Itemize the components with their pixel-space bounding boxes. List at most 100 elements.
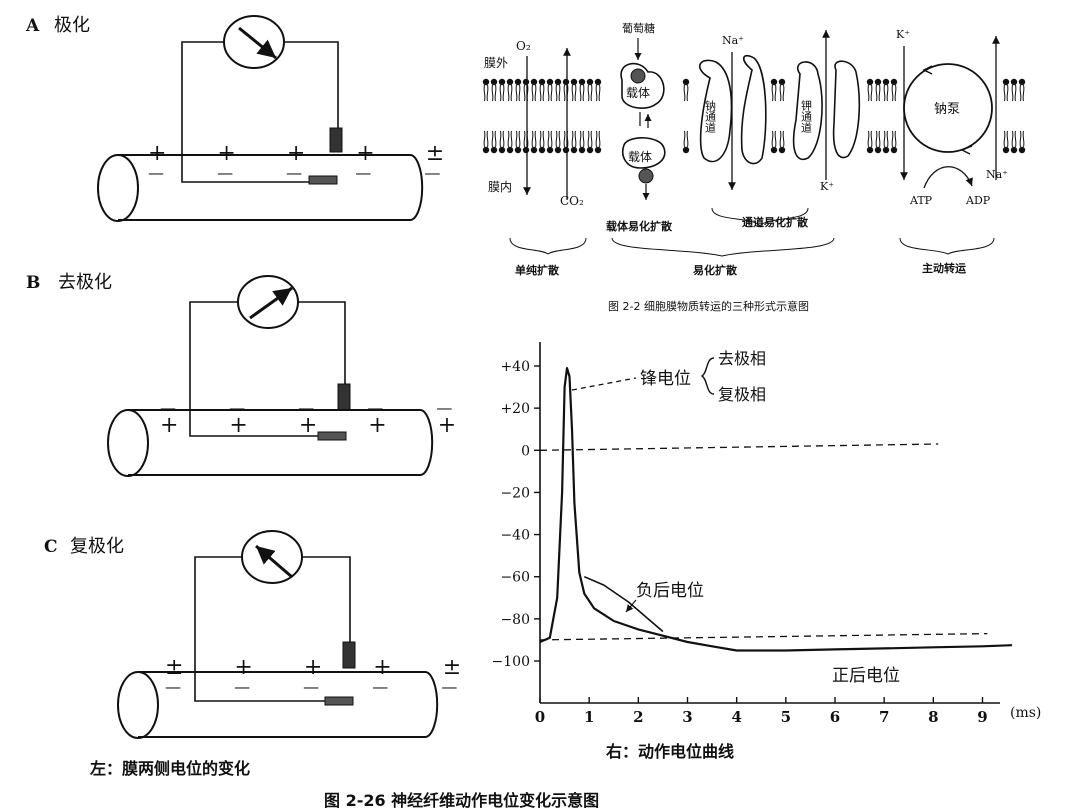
- lipid-outer: [586, 78, 594, 102]
- nerve-fiber-c: [117, 671, 439, 739]
- k-top-label: K⁺: [896, 28, 910, 41]
- potential-curve: [539, 367, 1013, 652]
- y-tick-label: −100: [492, 654, 530, 670]
- y-ticks: +40 +20 0 −20 −40 −60 −80 −100: [492, 359, 540, 670]
- carrier-mediated-label: 载体易化扩散: [606, 219, 673, 233]
- lipid-outer: [538, 78, 546, 102]
- negative-after-annotation: 负后电位: [636, 581, 704, 601]
- k-bottom-label: K⁺: [820, 180, 834, 193]
- lipid-inner: [778, 130, 786, 154]
- outside-label: 膜外: [484, 56, 508, 70]
- y-tick-label: −20: [500, 485, 530, 501]
- lipid-inner: [1018, 130, 1026, 154]
- lipid-outer: [1010, 78, 1018, 102]
- reference-dashed-line: [539, 443, 939, 451]
- carrier-protein-bottom: 载体: [622, 137, 666, 184]
- lipid-inner: [482, 130, 490, 154]
- galvanometer-b: [237, 275, 299, 329]
- carrier-top-label: 载体: [626, 86, 650, 100]
- y-tick-label: −40: [500, 528, 530, 544]
- panel-a: A 极化 + + + + ± — — — — —: [25, 15, 444, 222]
- membrane-caption: 图 2-2 细胞膜物质转运的三种形式示意图: [608, 299, 809, 313]
- lipid-outer: [1002, 78, 1010, 102]
- active-transport-label: 主动转运: [922, 261, 966, 275]
- figure-caption: 图 2-26 神经纤维动作电位变化示意图: [324, 791, 599, 810]
- membrane-diagram: 膜外 膜内 O₂ CO₂ 葡萄糖 载体 载体 钠通道 Na⁺: [482, 21, 1026, 313]
- x-tick-label: 0: [535, 708, 545, 726]
- panel-c-letter: C: [44, 537, 58, 557]
- co2-label: CO₂: [560, 194, 584, 208]
- panel-b-bottom-signs: + + + + +: [160, 413, 478, 438]
- peak-annotation: 锋电位: [640, 369, 691, 389]
- repolarization-annotation: 复极相: [718, 385, 766, 404]
- lipid-outer: [1018, 78, 1026, 102]
- lipid-outer: [498, 78, 506, 102]
- y-tick-label: −60: [500, 570, 530, 586]
- x-tick-label: 6: [830, 708, 840, 726]
- lipid-inner: [498, 130, 506, 154]
- nerve-fiber-b: [107, 409, 434, 477]
- x-tick-label: 7: [879, 708, 889, 726]
- panel-a-label: 极化: [54, 15, 90, 36]
- left-caption: 左：膜两侧电位的变化: [89, 759, 250, 778]
- adp-label: ADP: [965, 194, 991, 207]
- panel-c-bottom-signs: — — — — —: [165, 677, 481, 696]
- sodium-pump: 钠泵: [903, 63, 993, 155]
- lipid-inner: [514, 130, 522, 154]
- carrier-protein-top: 载体: [620, 62, 665, 109]
- x-tick-label: 9: [977, 708, 987, 726]
- lipid-inner: [530, 130, 538, 154]
- lipid-inner: [538, 130, 546, 154]
- lipid-inner: [506, 130, 514, 154]
- atp-label: ATP: [909, 194, 933, 207]
- panel-b-top-signs: — — — — —: [160, 398, 476, 417]
- lipid-outer: [770, 78, 778, 102]
- depolarization-annotation: 去极相: [718, 349, 766, 368]
- lipid-outer: [514, 78, 522, 102]
- y-tick-label: −80: [500, 612, 530, 628]
- x-tick-label: 1: [584, 708, 594, 726]
- lipid-inner: [866, 130, 874, 154]
- lipid-inner: [586, 130, 594, 154]
- carrier-bottom-label: 载体: [628, 150, 652, 164]
- sodium-channel: 钠通道: [698, 54, 767, 165]
- y-tick-label: +40: [500, 359, 530, 375]
- panel-c-label: 复极化: [70, 536, 124, 557]
- lipid-outer: [866, 78, 874, 102]
- lipid-inner: [490, 130, 498, 154]
- panel-b-letter: B: [26, 273, 40, 293]
- lipid-outer: [594, 78, 602, 102]
- na-channel-label: 钠通道: [704, 99, 717, 133]
- panel-b: B 去极化 — — — — — + + + + +: [26, 272, 478, 477]
- lipid-inner: [882, 130, 890, 154]
- panel-c-top-signs: ± + + + ±: [165, 655, 483, 680]
- galvanometer-c: [241, 530, 303, 584]
- lipid-outer: [490, 78, 498, 102]
- y-tick-label: +20: [500, 401, 530, 417]
- x-axis-unit: (ms): [1010, 705, 1041, 721]
- x-tick-label: 5: [781, 708, 791, 726]
- y-tick-label: 0: [521, 443, 530, 459]
- lipid-outer: [874, 78, 882, 102]
- lipid-inner: [522, 130, 530, 154]
- galvanometer-a: [223, 15, 285, 69]
- lipid-inner: [874, 130, 882, 154]
- reference-dashed-line: [539, 632, 988, 641]
- lipid-outer: [522, 78, 530, 102]
- lipid-outer: [882, 78, 890, 102]
- lipid-outer: [554, 78, 562, 102]
- potassium-channel: 钾通道: [792, 60, 861, 161]
- pump-label: 钠泵: [934, 102, 960, 117]
- lipid-outer: [778, 78, 786, 102]
- na-top-label: Na⁺: [722, 34, 744, 47]
- simple-diffusion-label: 单纯扩散: [515, 263, 560, 277]
- panel-a-letter: A: [25, 16, 40, 36]
- lipid-inner: [890, 130, 898, 154]
- x-tick-label: 8: [928, 708, 938, 726]
- o2-label: O₂: [516, 39, 531, 53]
- lipid-inner: [562, 130, 570, 154]
- na-right-label: Na⁺: [986, 168, 1008, 181]
- x-tick-label: 3: [682, 708, 692, 726]
- lipid-inner: [578, 130, 586, 154]
